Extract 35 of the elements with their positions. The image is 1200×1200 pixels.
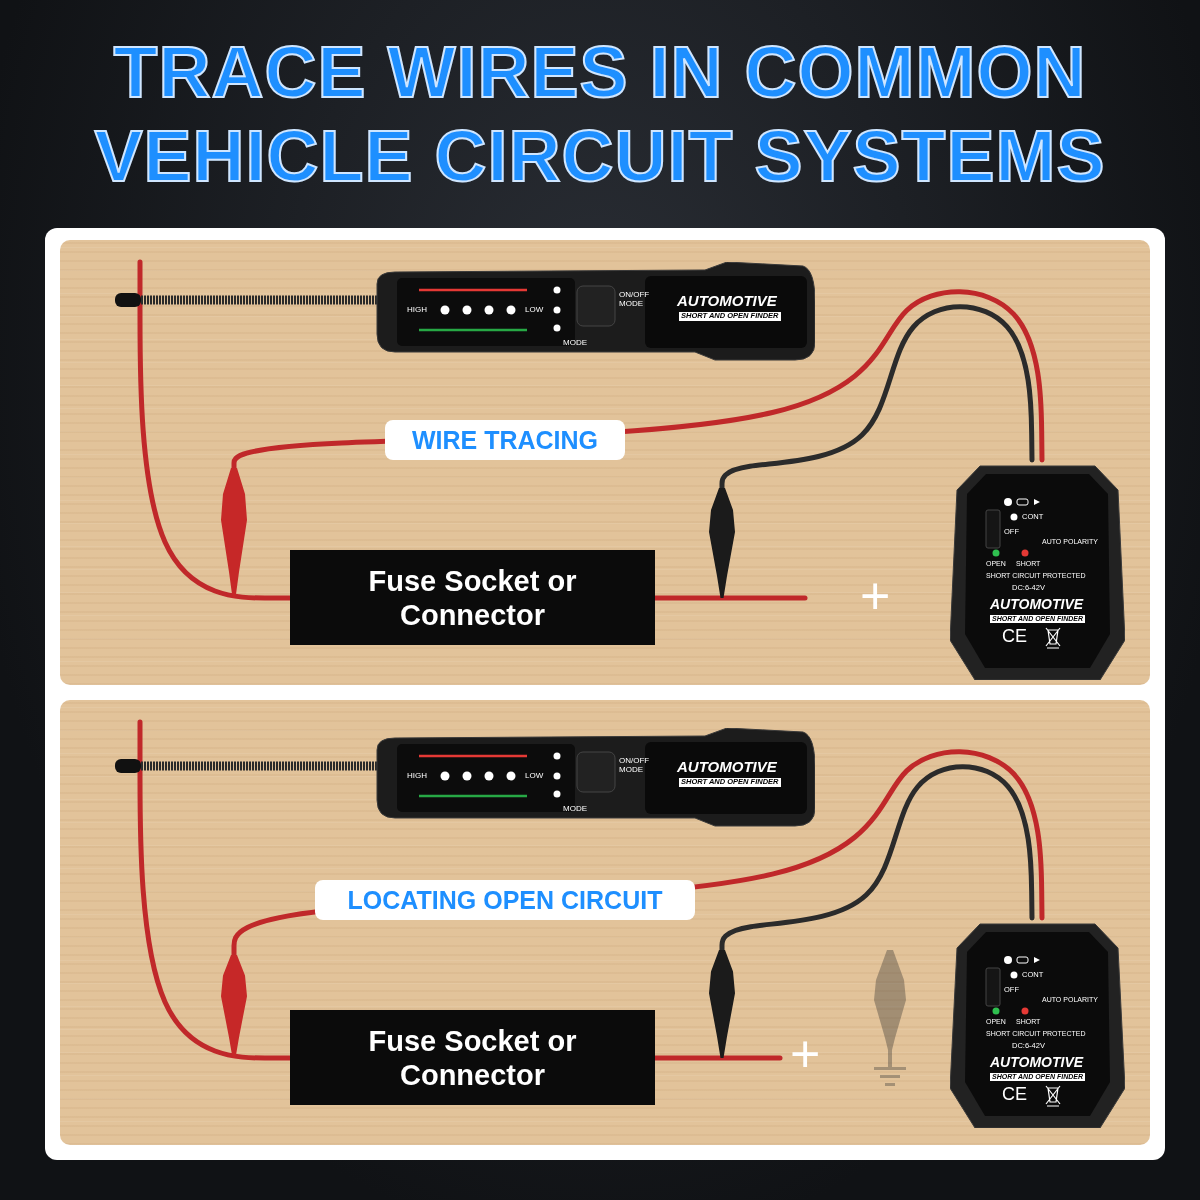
device-label: LOW <box>525 305 544 315</box>
device-label: AUTOMOTIVE <box>677 292 777 310</box>
polarity-sign: + <box>790 1028 821 1080</box>
wire <box>719 764 1035 953</box>
wire <box>137 259 293 601</box>
device-label: HIGH <box>407 771 427 781</box>
wire <box>652 595 808 601</box>
edge-label: LOCATING OPEN CIRCUIT <box>315 880 695 920</box>
edge-label: WIRE TRACING <box>385 420 625 460</box>
device-label: MODE <box>563 338 587 348</box>
wire <box>719 304 1035 491</box>
alligator-clip-icon <box>220 468 248 598</box>
device-label: LOW <box>525 771 544 781</box>
alligator-clip-icon <box>708 488 736 598</box>
fuse-socket-box <box>290 1010 655 1105</box>
title: TRACE WIRES IN COMMON VEHICLE CIRCUIT SYSTEMS <box>93 31 1107 198</box>
box-label: Fuse Socket or Connector <box>367 563 578 632</box>
fuse-socket-box <box>290 550 655 645</box>
device-label: AUTOMOTIVE <box>677 758 777 776</box>
device-label: AUTOMOTIVE <box>990 596 1084 613</box>
device-label: MODE <box>563 804 587 814</box>
device-label: HIGH <box>407 305 427 315</box>
wire <box>137 719 293 1061</box>
device-label: CE <box>1002 1084 1027 1105</box>
alligator-clip-icon <box>220 955 248 1058</box>
device-label: ON/OFF MODE <box>619 290 651 309</box>
wire <box>652 1055 783 1061</box>
device-label: CE <box>1002 626 1027 647</box>
device-label: ON/OFF MODE <box>619 756 651 775</box>
device-label: AUTOMOTIVE <box>990 1054 1084 1071</box>
box-label: Fuse Socket or Connector <box>367 1023 578 1092</box>
alligator-clip-icon <box>708 950 736 1058</box>
wood-panel <box>60 700 1150 1145</box>
polarity-sign: + <box>860 570 891 622</box>
wood-panel <box>60 240 1150 685</box>
